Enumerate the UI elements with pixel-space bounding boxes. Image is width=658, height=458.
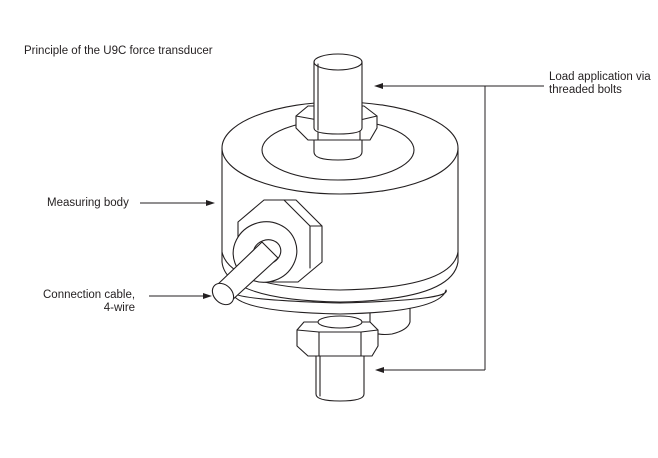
leader-connection-cable bbox=[149, 293, 212, 299]
top-bolt bbox=[295, 53, 378, 161]
top-bolt-shaft bbox=[313, 61, 363, 135]
arrow-top-bolt bbox=[374, 83, 383, 89]
arrow-measuring-body bbox=[206, 200, 215, 206]
label-load-application: Load application via threaded bolts bbox=[549, 71, 651, 97]
figure-title: Principle of the U9C force transducer bbox=[24, 45, 213, 57]
leader-load-application bbox=[374, 83, 544, 373]
label-connection-cable-line2: 4-wire bbox=[103, 302, 136, 314]
label-load-application-line1: Load application via bbox=[549, 71, 651, 83]
arrow-bottom-bolt bbox=[375, 367, 384, 373]
leader-measuring-body bbox=[140, 200, 215, 206]
bottom-bolt bbox=[296, 299, 411, 402]
arrow-connection-cable bbox=[203, 293, 212, 299]
top-bolt-end bbox=[313, 53, 363, 71]
label-load-application-line2: threaded bolts bbox=[549, 84, 622, 96]
label-connection-cable-line1: Connection cable, bbox=[43, 289, 136, 301]
cable-end bbox=[211, 282, 235, 306]
connection-cable bbox=[211, 241, 279, 306]
label-connection-cable: Connection cable, 4-wire bbox=[43, 289, 135, 315]
label-measuring-body: Measuring body bbox=[47, 197, 129, 209]
bottom-bolt-shaft bbox=[315, 355, 365, 402]
top-bolt-thread bbox=[313, 139, 363, 161]
